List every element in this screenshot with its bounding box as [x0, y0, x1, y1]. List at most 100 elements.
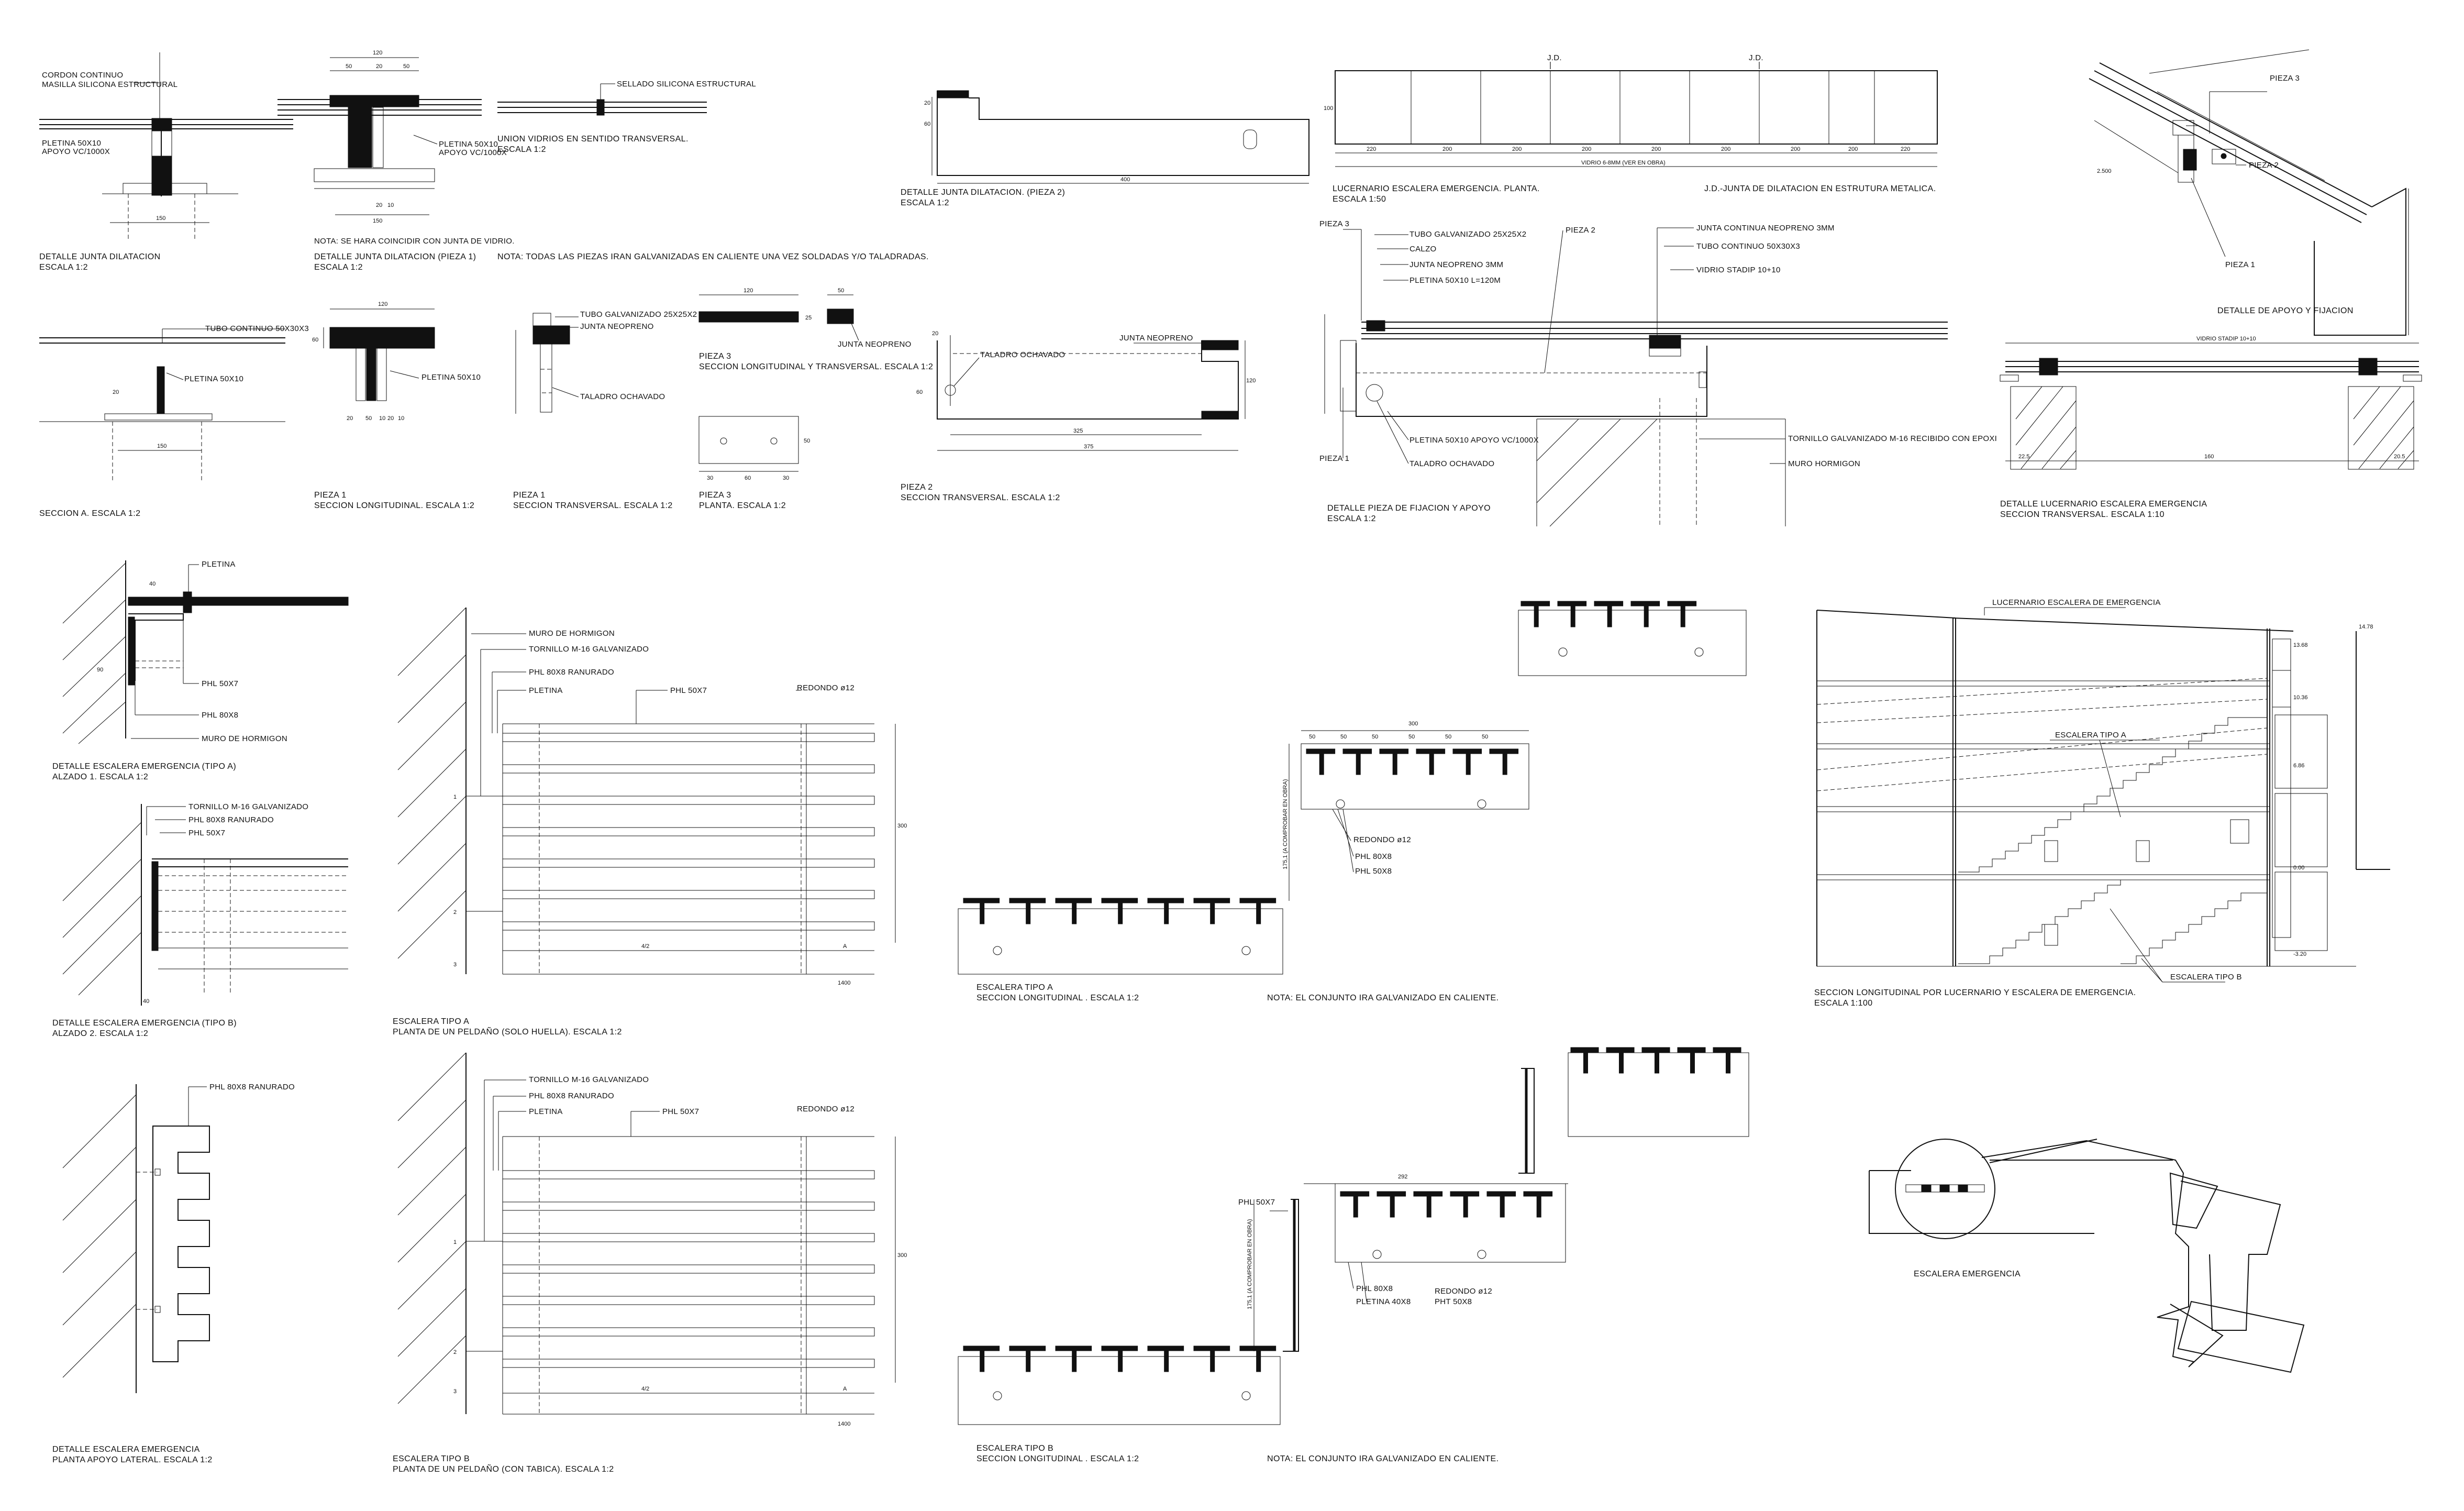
tread-profile — [1713, 1047, 1741, 1074]
detail-escalera-tipo-b-planta: TORNILLO M-16 GALVANIZADO PHL 80X8 RANUR… — [393, 1052, 907, 1474]
dim-a: A — [843, 943, 847, 950]
level-5: 0.00 — [2293, 865, 2304, 871]
label-apoyo: APOYO VC/1000X — [439, 148, 507, 157]
mark-jd-2: J.D. — [1749, 53, 1763, 62]
caption-line-1: DETALLE ESCALERA EMERGENCIA — [52, 1445, 200, 1454]
mark-1: 1 — [453, 794, 457, 800]
label-phl-50x7: PHL 50X7 — [662, 1107, 699, 1116]
dim-20: 20 — [347, 415, 353, 422]
dim-seg-1: 220 — [1367, 146, 1376, 152]
caption-line-1: ESCALERA TIPO B — [976, 1444, 1053, 1453]
label-phl-80x8: PHL 80X8 RANURADO — [529, 1091, 614, 1100]
dim-150: 150 — [157, 443, 167, 449]
dim-20: 20 — [924, 100, 930, 106]
dim-25: 25 — [805, 315, 812, 321]
note-galvanizado: NOTA: EL CONJUNTO IRA GALVANIZADO EN CAL… — [1267, 1454, 1499, 1463]
tread-profile — [1413, 1191, 1443, 1218]
tread-rows — [502, 1170, 875, 1368]
label-junta-continua: JUNTA CONTINUA NEOPRENO 3MM — [1696, 224, 1835, 233]
tread-profile — [1239, 898, 1277, 924]
label-phl-80x8: PHL 80X8 — [202, 711, 238, 720]
tread-profile — [1009, 1345, 1046, 1372]
caption-line-2: ESCALA 1:2 — [314, 263, 363, 272]
label-pletina: PLETINA — [529, 686, 563, 695]
tread-profile-row — [963, 1047, 1741, 1400]
bolt-hole — [993, 1391, 1002, 1400]
label-pieza-1: PIEZA 1 — [2225, 260, 2255, 269]
tread-profile — [1342, 748, 1372, 775]
tread-profile — [963, 898, 1000, 924]
detail-seccion-longitudinal: LUCERNARIO ESCALERA DE EMERGENCIA 14.78 … — [1814, 598, 2390, 1008]
caption-line-1: DETALLE LUCERNARIO ESCALERA EMERGENCIA — [2000, 500, 2207, 509]
caption-line-1: PIEZA 2 — [901, 483, 933, 492]
tread-profile — [1489, 748, 1519, 775]
tread-profile — [1379, 748, 1409, 775]
detail-escalera-tipo-a-alzado: PLETINA PHL 50X7 PHL 80X8 MURO DE HORMIG… — [52, 560, 349, 781]
caption-line-1: DETALLE PIEZA DE FIJACION Y APOYO — [1327, 504, 1491, 513]
bolt-hole — [1477, 1250, 1486, 1259]
dim-10: 10 — [387, 202, 394, 208]
tread-profile — [1486, 1191, 1516, 1218]
title: LUCERNARIO ESCALERA DE EMERGENCIA — [1992, 598, 2161, 607]
tread-profile — [1377, 1191, 1406, 1218]
dim-150: 150 — [156, 215, 165, 222]
dim-60: 60 — [312, 337, 318, 343]
label-phl-80x8: PHL 80X8 RANURADO — [209, 1083, 295, 1091]
tread-profile — [1306, 748, 1336, 775]
general-note: NOTA: TODAS LAS PIEZAS IRAN GALVANIZADAS… — [497, 252, 929, 261]
detail-escalera-tipo-b-alzado: TORNILLO M-16 GALVANIZADO PHL 80X8 RANUR… — [52, 802, 348, 1038]
bolt-hole — [1372, 1250, 1382, 1259]
detail-pieza-2-junta: 400 60 20 DETALLE JUNTA DILATACION. (PIE… — [901, 90, 1309, 207]
caption-line-1: ESCALERA TIPO B — [393, 1454, 470, 1463]
detail-escalera-tipo-a-planta: MURO DE HORMIGON TORNILLO M-16 GALVANIZA… — [393, 607, 907, 1036]
caption-line-1: ESCALERA TIPO A — [393, 1017, 469, 1026]
label-phl-80x8: PHL 80X8 RANURADO — [188, 815, 274, 824]
dim-60: 60 — [924, 121, 930, 127]
note-galvanizado: NOTA: EL CONJUNTO IRA GALVANIZADO EN CAL… — [1267, 994, 1499, 1002]
dim-seg-3: 50 — [1372, 734, 1378, 740]
dim-1400: 1400 — [838, 1421, 850, 1427]
label-tornillo: TORNILLO M-16 GALVANIZADO — [188, 802, 308, 811]
mark-2: 2 — [453, 1349, 457, 1355]
dim-120: 120 — [1246, 378, 1256, 384]
caption-line-1: LUCERNARIO ESCALERA EMERGENCIA. PLANTA. — [1333, 184, 1540, 193]
label-tubo: TUBO GALVANIZADO 25X25X2 — [580, 310, 697, 319]
detail-apoyo-isometric: PIEZA 3 PIEZA 2 PIEZA 1 2.500 DETALLE DE… — [2089, 49, 2409, 336]
dim-120: 120 — [378, 301, 387, 307]
tread-profile — [1520, 601, 1550, 627]
dim-50a: 50 — [346, 63, 352, 70]
label-pletina: PLETINA 40X8 — [1356, 1297, 1411, 1306]
label-junta: JUNTA NEOPRENO — [838, 340, 912, 349]
caption-line-2: SECCION TRANSVERSAL. ESCALA 1:2 — [513, 501, 673, 510]
label-phl-50x7: PHL 50X7 — [1238, 1198, 1275, 1207]
label-phl-50x8: PHL 50X8 — [1355, 867, 1392, 876]
tread-profile — [1606, 1047, 1635, 1074]
label-tornillo: TORNILLO M-16 GALVANIZADO — [529, 645, 649, 654]
caption-line-2: PLANTA. ESCALA 1:2 — [699, 501, 786, 510]
label-redondo: REDONDO ø12 — [797, 683, 854, 692]
label-pieza-2: PIEZA 2 — [1566, 226, 1595, 235]
caption-line-1: DETALLE JUNTA DILATACION — [39, 252, 161, 261]
label-pletina: PLETINA — [529, 1107, 563, 1116]
detail-lucernario-transversal: VIDRIO STADIP 10+10 22.5 160 20.5 DETALL… — [2000, 336, 2422, 519]
label-tubo: TUBO CONTINUO 50X30X3 — [205, 324, 309, 333]
label-tipo-a: ESCALERA TIPO A — [2055, 731, 2126, 740]
vertical-dim: 175,1 (A COMPROBAR EN OBRA) — [1282, 779, 1289, 869]
caption-line-1: PIEZA 1 — [513, 491, 546, 500]
dim-50b: 50 — [403, 63, 409, 70]
caption-line-1: DETALLE JUNTA DILATACION (PIEZA 1) — [314, 252, 476, 261]
caption-line-2: PLANTA DE UN PELDAÑO (SOLO HUELLA). ESCA… — [393, 1026, 622, 1036]
dim-left: 22.5 — [2018, 454, 2029, 460]
caption-line-2: SECCION TRANSVERSAL. ESCALA 1:2 — [901, 493, 1060, 502]
label-phl-80x8: PHL 80X8 — [1355, 852, 1392, 861]
dim-20b: 20 — [376, 202, 382, 208]
bolt-hole — [1477, 799, 1486, 809]
label-redondo: REDONDO ø12 — [1435, 1287, 1492, 1296]
bolt-hole — [993, 946, 1002, 955]
tread-profile — [1557, 601, 1587, 627]
tread-profile — [1009, 898, 1046, 924]
label-vidrio: VIDRIO STADIP 10+10 — [2196, 336, 2256, 342]
label-tipo-b: ESCALERA TIPO B — [2170, 973, 2242, 981]
mark-2: 2 — [453, 909, 457, 916]
label-phl-50x7: PHL 50X7 — [202, 679, 238, 688]
